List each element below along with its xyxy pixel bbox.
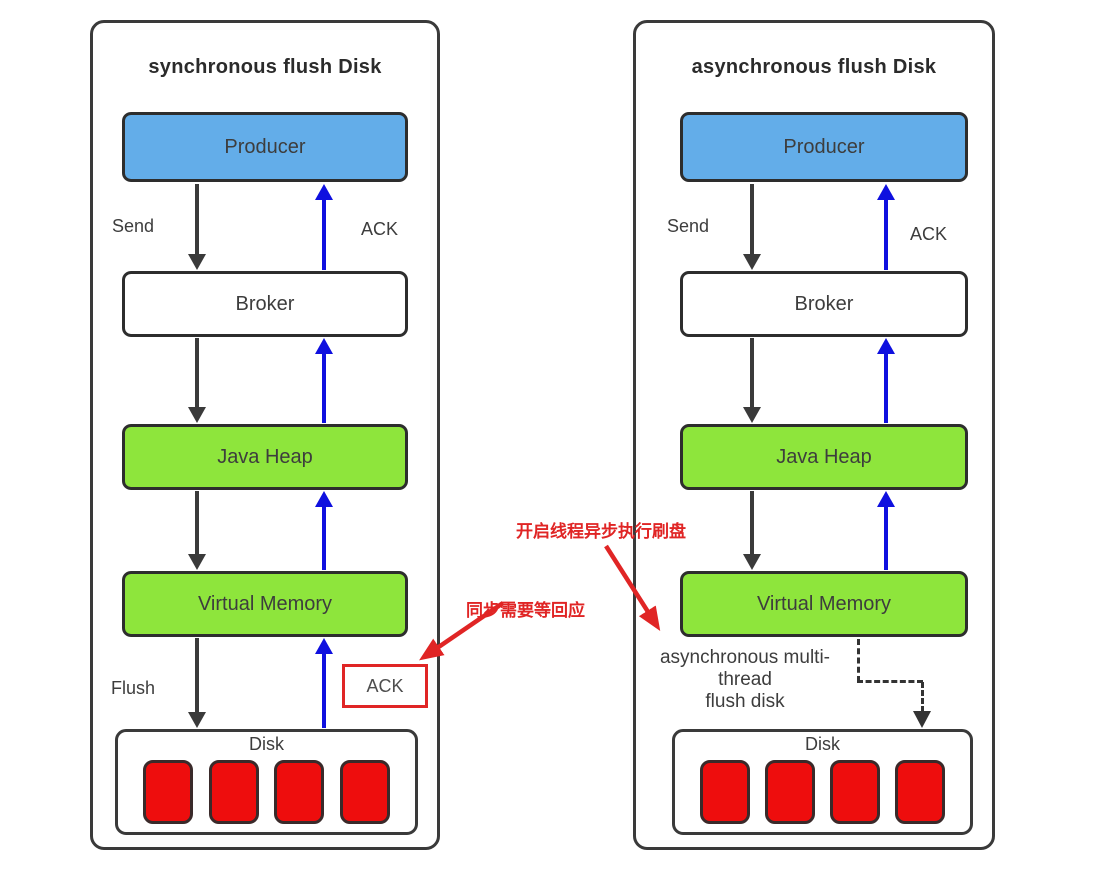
sync-broker-box: Broker	[122, 271, 408, 337]
sync-send-label: Send	[112, 216, 155, 236]
arrow-head	[188, 712, 206, 728]
async-ack-arrow-broker-producer	[877, 184, 895, 270]
arrow-head	[188, 554, 206, 570]
arrow-head	[877, 184, 895, 200]
async-flush-note-line2: thread	[718, 669, 772, 690]
async-panel-title: asynchronous flush Disk	[691, 56, 937, 78]
sync-ack-label: ACK	[361, 219, 399, 239]
async-flow-arrow-broker-heap	[743, 338, 761, 423]
async-ack-label: ACK	[910, 224, 948, 244]
sync-producer-box: Producer	[122, 112, 408, 182]
arrow-head	[188, 254, 206, 270]
arrow-head	[315, 638, 333, 654]
disk-block	[274, 760, 325, 824]
arrow-shaft	[884, 505, 888, 570]
async-broker-box: Broker	[680, 271, 968, 337]
async-flush-dashed-segment-vertical1	[857, 639, 860, 682]
arrow-shaft	[884, 198, 888, 270]
arrow-shaft	[750, 338, 754, 409]
sync-ack-arrow-broker-producer	[315, 184, 333, 270]
sync-flow-arrow-heap-vm	[188, 491, 206, 570]
disk-block	[700, 760, 750, 824]
async-flush-dashed-segment-horizontal	[857, 680, 923, 683]
arrow-shaft	[322, 505, 326, 570]
sync-virtual-memory-box: Virtual Memory	[122, 571, 408, 637]
async-java-heap-box: Java Heap	[680, 424, 968, 490]
async-disk-label: Disk	[805, 734, 840, 754]
disk-block	[830, 760, 880, 824]
async-ack-arrow-heap-broker	[877, 338, 895, 423]
sync-send-arrow	[188, 184, 206, 270]
arrow-head	[315, 184, 333, 200]
arrow-shaft	[322, 198, 326, 270]
sync-disk-label: Disk	[249, 734, 284, 754]
arrow-head	[877, 338, 895, 354]
async-disk-box: Disk	[672, 729, 973, 835]
sync-java-heap-box: Java Heap	[122, 424, 408, 490]
arrow-shaft	[195, 338, 199, 409]
arrow-head	[743, 554, 761, 570]
arrow-head	[743, 407, 761, 423]
sync-ack-arrow-disk-vm	[315, 638, 333, 728]
sync-flush-label: Flush	[111, 678, 156, 698]
async-disk-blocks	[675, 760, 970, 824]
arrow-head	[315, 338, 333, 354]
async-flush-dashed-arrow-head	[913, 711, 931, 728]
sync-wait-annotation: 同步需要等回应	[466, 601, 585, 620]
sync-disk-ack-highlight-box: ACK	[342, 664, 428, 708]
async-flow-arrow-heap-vm	[743, 491, 761, 570]
async-flush-dashed-segment-vertical2	[921, 682, 924, 712]
sync-disk-blocks	[118, 760, 415, 824]
arrow-shaft	[322, 352, 326, 423]
disk-block	[143, 760, 193, 824]
async-send-arrow	[743, 184, 761, 270]
async-flush-note-line3: flush disk	[705, 691, 785, 712]
sync-disk-box: Disk	[115, 729, 418, 835]
async-producer-box: Producer	[680, 112, 968, 182]
disk-block	[895, 760, 945, 824]
disk-block	[339, 760, 390, 824]
async-flush-note-line1: asynchronous multi-	[659, 647, 831, 668]
arrow-head	[877, 491, 895, 507]
arrow-shaft	[322, 652, 326, 728]
arrow-shaft	[195, 491, 199, 556]
arrow-head	[315, 491, 333, 507]
sync-flow-arrow-broker-heap	[188, 338, 206, 423]
sync-flush-arrow	[188, 638, 206, 728]
arrow-shaft	[750, 184, 754, 256]
disk-block	[765, 760, 815, 824]
async-ack-arrow-vm-heap	[877, 491, 895, 570]
sync-ack-arrow-heap-broker	[315, 338, 333, 423]
arrow-head	[188, 407, 206, 423]
async-flush-note: asynchronous multi- thread flush disk	[645, 647, 845, 713]
async-send-label: Send	[667, 216, 710, 236]
arrow-shaft	[195, 638, 199, 714]
async-thread-annotation: 开启线程异步执行刷盘	[516, 522, 686, 541]
sync-panel-title: synchronous flush Disk	[148, 56, 382, 78]
sync-ack-arrow-vm-heap	[315, 491, 333, 570]
disk-block	[208, 760, 259, 824]
async-virtual-memory-box: Virtual Memory	[680, 571, 968, 637]
arrow-shaft	[750, 491, 754, 556]
arrow-shaft	[195, 184, 199, 256]
arrow-head	[743, 254, 761, 270]
arrow-shaft	[884, 352, 888, 423]
